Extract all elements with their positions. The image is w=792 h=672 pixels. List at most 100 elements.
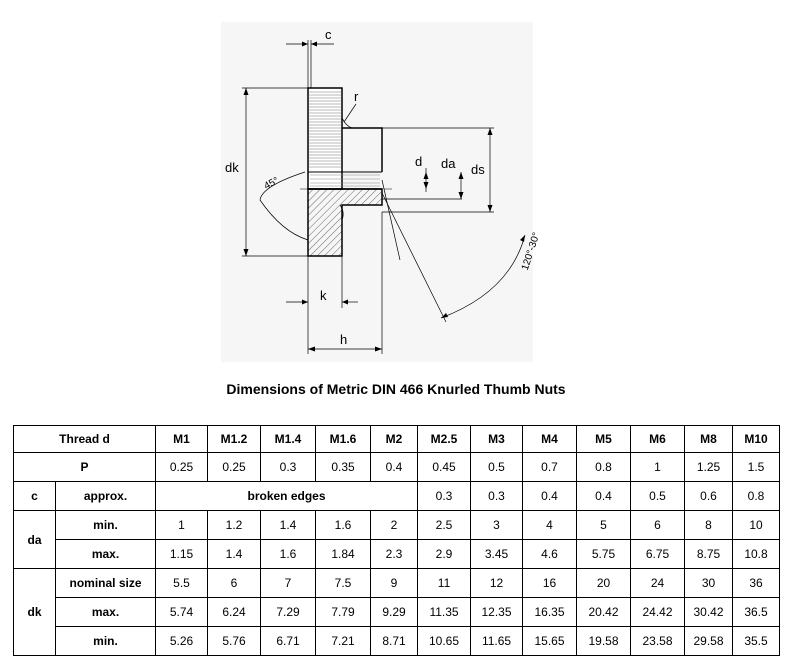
p-cell: 0.5 <box>470 452 524 482</box>
p-cell: 1.5 <box>732 452 781 482</box>
da-max-cell: 1.6 <box>260 539 317 569</box>
dk-max-label: max. <box>54 597 157 627</box>
knurled-nut-technical-drawing: c r dk 45° ds da d 120°-30° k h <box>221 22 542 362</box>
dk-nominal-label: nominal size <box>54 568 157 598</box>
dk-nominal-cell: 7.5 <box>315 568 372 598</box>
da-min-cell: 3 <box>470 510 524 540</box>
dk-min-cell: 8.71 <box>370 626 419 656</box>
table-row: P 0.25 0.25 0.3 0.35 0.4 0.45 0.5 0.7 0.… <box>12 452 781 482</box>
dk-max-cell: 7.29 <box>260 597 317 627</box>
da-label: da <box>13 510 56 569</box>
dk-min-cell: 10.65 <box>417 626 472 656</box>
dk-nominal-cell: 5.5 <box>155 568 209 598</box>
dk-max-cell: 16.35 <box>522 597 578 627</box>
thread-cell: M6 <box>630 425 686 453</box>
da-min-cell: 5 <box>576 510 632 540</box>
p-cell: 0.35 <box>315 452 372 482</box>
dk-min-cell: 6.71 <box>260 626 317 656</box>
label-dk: dk <box>225 160 239 175</box>
dk-max-cell: 20.42 <box>576 597 632 627</box>
da-max-cell: 5.75 <box>576 539 632 569</box>
dk-min-cell: 29.58 <box>684 626 734 656</box>
c-cell: 0.4 <box>522 481 578 511</box>
dk-min-cell: 11.65 <box>470 626 524 656</box>
dk-nominal-cell: 24 <box>630 568 686 598</box>
label-da: da <box>441 156 456 171</box>
angle-45-arc <box>259 171 309 241</box>
da-max-cell: 1.15 <box>155 539 209 569</box>
thread-cell: M8 <box>684 425 734 453</box>
thread-cell: M1.6 <box>315 425 372 453</box>
c-label: c <box>13 481 56 511</box>
dk-nominal-cell: 11 <box>417 568 472 598</box>
angle-120-arc <box>440 234 526 319</box>
da-min-cell: 6 <box>630 510 686 540</box>
p-cell: 0.4 <box>370 452 419 482</box>
dk-min-cell: 7.21 <box>315 626 372 656</box>
p-cell: 0.45 <box>417 452 472 482</box>
table-row: min. 5.26 5.76 6.71 7.21 8.71 10.65 11.6… <box>14 626 781 656</box>
c-cell: 0.3 <box>470 481 524 511</box>
dk-label: dk <box>13 568 56 656</box>
c-cell: 0.8 <box>732 481 781 511</box>
dk-nominal-cell: 16 <box>522 568 578 598</box>
da-min-cell: 10 <box>732 510 781 540</box>
p-cell: 1 <box>630 452 686 482</box>
da-min-cell: 1 <box>155 510 209 540</box>
p-cell: 0.25 <box>207 452 262 482</box>
thread-cell: M2 <box>370 425 419 453</box>
dk-nominal-cell: 9 <box>370 568 419 598</box>
da-min-cell: 1.6 <box>315 510 372 540</box>
dk-min-label: min. <box>54 626 157 656</box>
thread-cell: M3 <box>470 425 524 453</box>
dk-min-cell: 35.5 <box>732 626 781 656</box>
thread-cell: M10 <box>732 425 781 453</box>
dk-nominal-cell: 36 <box>732 568 781 598</box>
c-cell: 0.4 <box>576 481 632 511</box>
dk-min-cell: 5.26 <box>155 626 209 656</box>
p-cell: 0.25 <box>155 452 209 482</box>
da-max-cell: 6.75 <box>630 539 686 569</box>
dimensions-table: Thread d M1 M1.2 M1.4 M1.6 M2 M2.5 M3 M4… <box>12 425 781 656</box>
label-c: c <box>325 27 332 42</box>
thread-cell: M1.2 <box>207 425 262 453</box>
dk-min-cell: 5.76 <box>207 626 262 656</box>
knurled-head-upper <box>307 87 343 190</box>
dk-min-cell: 23.58 <box>630 626 686 656</box>
da-max-cell: 1.84 <box>315 539 372 569</box>
da-min-cell: 2 <box>370 510 419 540</box>
p-label: P <box>12 452 157 482</box>
da-min-label: min. <box>54 510 157 540</box>
c-broken-edges: broken edges <box>155 481 419 511</box>
da-max-label: max. <box>54 539 157 569</box>
thread-cell: M2.5 <box>417 425 472 453</box>
dk-max-cell: 6.24 <box>207 597 262 627</box>
dk-max-cell: 9.29 <box>370 597 419 627</box>
dk-max-cell: 7.79 <box>315 597 372 627</box>
c-sub-label: approx. <box>54 481 157 511</box>
p-cell: 0.7 <box>522 452 578 482</box>
thread-cell: M4 <box>522 425 578 453</box>
c-cell: 0.3 <box>417 481 472 511</box>
da-min-cell: 1.4 <box>260 510 317 540</box>
da-max-cell: 1.4 <box>207 539 262 569</box>
dk-max-cell: 30.42 <box>684 597 734 627</box>
label-ds: ds <box>471 162 485 177</box>
dk-max-cell: 36.5 <box>732 597 781 627</box>
da-max-cell: 2.3 <box>370 539 419 569</box>
table-row: dk nominal size 5.5 6 7 7.5 9 11 12 16 2… <box>13 568 781 656</box>
da-max-cell: 4.6 <box>522 539 578 569</box>
label-k: k <box>320 288 327 303</box>
c-cell: 0.5 <box>630 481 686 511</box>
dk-nominal-cell: 7 <box>260 568 317 598</box>
da-min-cell: 2.5 <box>417 510 472 540</box>
da-max-cell: 10.8 <box>732 539 781 569</box>
da-max-cell: 8.75 <box>684 539 734 569</box>
p-cell: 1.25 <box>684 452 734 482</box>
da-max-cell: 2.9 <box>417 539 472 569</box>
dk-nominal-cell: 30 <box>684 568 734 598</box>
table-row: da min. 1 1.2 1.4 1.6 2 2.5 3 4 5 6 8 10 <box>13 510 781 569</box>
table-row: max. 5.74 6.24 7.29 7.79 9.29 11.35 12.3… <box>14 597 781 627</box>
thread-label: Thread d <box>12 425 157 453</box>
thread-cell: M5 <box>576 425 632 453</box>
